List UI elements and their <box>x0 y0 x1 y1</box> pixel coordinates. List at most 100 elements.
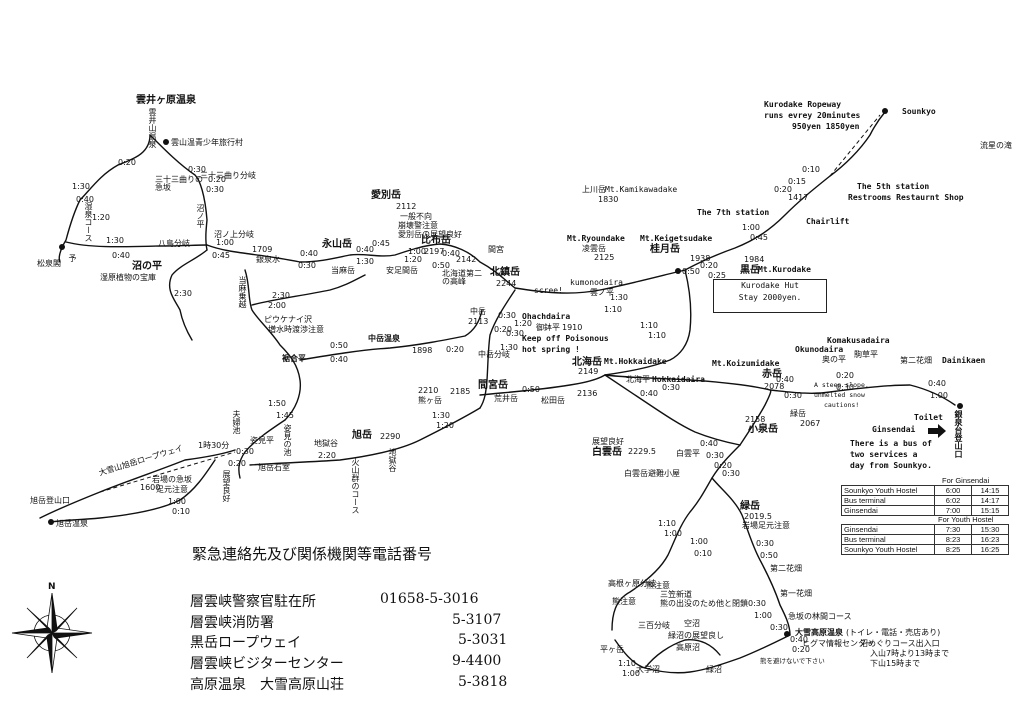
trail-time: 1:30 <box>72 182 90 191</box>
map-label: 平ヶ岳 <box>600 645 624 654</box>
trail-time: 1:30 <box>610 293 628 302</box>
trail-time: 1:50 <box>268 399 286 408</box>
trail <box>251 274 366 306</box>
trail <box>249 407 481 466</box>
trail-time: 0:20 <box>792 645 810 654</box>
table-cell: 14:15 <box>971 485 1009 496</box>
trail-time: 1:45 <box>276 411 294 420</box>
map-label: 雲山温青少年旅行村 <box>171 138 243 147</box>
contact-phone: 5-3107 <box>452 612 502 628</box>
map-label: 地獄谷 <box>314 439 338 448</box>
trail <box>244 269 302 421</box>
map-label: 2078 <box>764 382 785 391</box>
map-label: Dainikaen <box>942 356 986 365</box>
map-label: 夫婦池 <box>232 410 241 434</box>
map-label: 松泉閣 <box>37 259 61 268</box>
contact-name: 層雲峡ビジターセンター <box>190 656 344 672</box>
map-label: 裾合平 <box>282 354 306 363</box>
map-label: 2185 <box>450 387 471 396</box>
table-cell: 16:23 <box>971 534 1009 545</box>
trail-time: 0:20 <box>208 175 226 184</box>
map-label: 雲井ヶ原温泉 <box>136 95 196 106</box>
trail-time: 0:20 <box>118 158 136 167</box>
trail-time: 0:20 <box>228 459 246 468</box>
map-label: 旭岳石室 <box>258 463 290 472</box>
map-label: 松田岳 <box>541 396 565 405</box>
map-label: 1417 <box>788 193 809 202</box>
map-label: 緑岳 <box>740 501 760 512</box>
trail-time: 1:10 <box>618 659 636 668</box>
table-cell: Ginsendai <box>841 505 935 516</box>
bus-table-caption: For Youth Hostel <box>938 515 994 524</box>
map-label: 岩場足元注意 <box>742 521 790 530</box>
map-label: 2244 <box>496 279 517 288</box>
trail <box>711 477 791 636</box>
contact-phone: 5-3031 <box>458 632 508 648</box>
map-label: 2112 <box>396 202 417 211</box>
trail <box>299 309 483 361</box>
map-label: 第二花畑 <box>900 356 932 365</box>
map-label: Mt.Ryoundake <box>567 234 625 243</box>
trail <box>604 269 692 376</box>
contact-phone: 9-4400 <box>452 653 502 669</box>
map-label: unmelted snow <box>814 391 865 399</box>
trail <box>614 634 791 674</box>
trail-time: 0:30 <box>506 329 524 338</box>
map-label: 1600 <box>140 483 161 492</box>
trail <box>479 374 606 396</box>
map-label: scree! <box>534 286 563 295</box>
map-label: 1984 <box>744 255 765 264</box>
ropeway-asahi-line <box>99 451 236 493</box>
contact-name: 黒岳ロープウェイ <box>190 635 302 651</box>
map-label: There is a bus of <box>850 439 932 448</box>
table-cell: Bus terminal <box>841 534 935 545</box>
trail-time: 0:40 <box>356 245 374 254</box>
map-label: Ohachdaira <box>522 312 571 321</box>
map-label: Mt.Koizumidake <box>712 359 780 368</box>
map-label: 高原沼 <box>676 643 700 652</box>
table-cell: Ginsendai <box>841 524 935 535</box>
trail-time: 0:40 <box>442 249 460 258</box>
map-label: 北海岳 <box>572 357 602 368</box>
peak-marker <box>59 244 65 250</box>
map-label: 予 <box>68 254 77 262</box>
map-label: 大雪高原温泉 <box>795 628 843 637</box>
trail-time: 0:45 <box>212 251 230 260</box>
map-label: 桂月岳 <box>650 244 680 255</box>
peak-marker <box>48 519 54 525</box>
trail <box>479 289 516 409</box>
trail-time: 1:10 <box>604 305 622 314</box>
trail <box>168 249 208 341</box>
map-label: 雲井山温泉 <box>148 108 157 148</box>
map-label: 2125 <box>594 253 615 262</box>
arrow-icon <box>928 424 946 438</box>
map-label: Hokkaidaira <box>652 375 705 384</box>
trail <box>65 241 208 248</box>
trail-time: 1:00 <box>664 529 682 538</box>
trail-time: 0:20 <box>494 325 512 334</box>
map-label: 熊ヶ岳 <box>418 396 442 405</box>
trail <box>684 111 886 271</box>
map-label: 旭岳 <box>352 430 372 441</box>
map-label: Mt.Kamikawadake <box>605 185 678 194</box>
map-label: Okunodaira <box>795 345 844 354</box>
trail-time: 0:20 <box>714 461 732 470</box>
table-cell: 14:17 <box>971 495 1009 506</box>
map-label: Kurodake Ropeway <box>764 100 842 109</box>
map-label: 沼めぐりコース出入口 <box>860 639 940 648</box>
map-label: 熊を避けないで下さい <box>760 657 825 665</box>
peak-marker <box>163 139 169 145</box>
map-label: The 5th station <box>857 182 930 191</box>
map-label: 第一花畑 <box>780 589 812 598</box>
map-label: 1910 <box>562 323 583 332</box>
map-label: 三十三曲りの急坂 <box>155 175 203 192</box>
trail-time: 1:20 <box>92 213 110 222</box>
hut-label: Kurodake Hut <box>741 281 799 290</box>
trail <box>206 243 516 289</box>
peak-marker <box>675 268 681 274</box>
map-label: 御鉢平 <box>536 323 560 332</box>
kurodake-hut-box: Kurodake Hut Stay 2000yen. <box>713 279 827 313</box>
trail-time: 0:20 <box>446 345 464 354</box>
